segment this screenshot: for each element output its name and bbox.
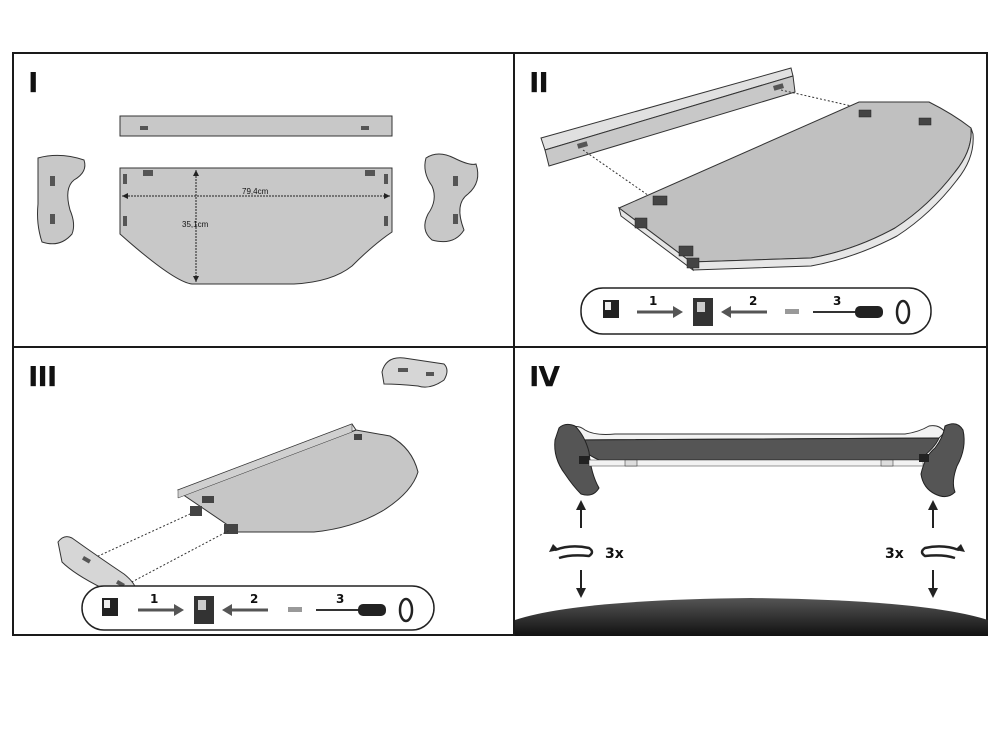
fitting-part-small xyxy=(102,598,118,616)
guide-line-bottom xyxy=(127,529,231,585)
sequence-label-2: 2 xyxy=(749,294,757,308)
step-2-number: II xyxy=(529,66,549,99)
horizontal-divider xyxy=(14,346,986,348)
sequence-label-2: 2 xyxy=(250,592,258,606)
screw-icon xyxy=(288,607,302,612)
right-bracket-slot-2 xyxy=(426,372,434,376)
rotate-icon xyxy=(398,597,414,623)
rotate-icon xyxy=(895,299,911,325)
shelf-fittings xyxy=(634,109,932,269)
shelf-panel xyxy=(180,429,419,533)
right-bracket-slot-bottom xyxy=(453,214,458,224)
right-side-bracket xyxy=(920,423,965,498)
step-1-panel: I xyxy=(14,54,513,346)
rotation-count-right: 3x xyxy=(885,546,904,562)
shelf-panel xyxy=(119,167,393,285)
rail-front-face xyxy=(544,75,796,167)
step-4-panel: IV 3x xyxy=(515,348,988,636)
depth-dimension-label: 35,1cm xyxy=(182,220,209,229)
rail-bracket-left xyxy=(140,126,148,130)
left-bracket-slot-1 xyxy=(82,556,91,564)
right-bracket-slot-top xyxy=(453,176,458,186)
fitting-part-large xyxy=(693,298,713,326)
guide-line-right xyxy=(780,89,870,111)
up-arrow-left-head xyxy=(576,500,586,510)
up-arrow-right-head xyxy=(928,500,938,510)
arrow-2-head xyxy=(222,604,232,616)
sequence-label-3: 3 xyxy=(336,592,344,606)
rail-bracket-right xyxy=(361,126,369,130)
shelf-fittings xyxy=(190,434,362,534)
guide-line-top xyxy=(93,513,191,559)
down-arrow-right-head xyxy=(928,588,938,598)
guide-line-left xyxy=(582,149,656,201)
left-bracket-slot-bottom xyxy=(50,214,55,224)
step-2-rail-mounting-diagram: 1 2 3 xyxy=(540,67,974,335)
rail-top xyxy=(177,423,353,499)
step-3-bracket-mounting-diagram: 1 2 3 xyxy=(57,357,448,631)
screwdriver-icon xyxy=(813,306,883,318)
shelf-fittings xyxy=(123,170,388,226)
left-bracket-slot-top xyxy=(50,176,55,186)
screw-icon xyxy=(785,309,799,314)
step-1-parts-diagram: 79,4cm 35,1cm xyxy=(37,115,479,285)
sequence-label-1: 1 xyxy=(649,294,657,308)
screwdriver-icon xyxy=(316,604,386,616)
vertical-divider xyxy=(513,54,515,634)
step-2-panel: II xyxy=(515,54,988,346)
rotation-count-left: 3x xyxy=(605,546,624,562)
arrow-1-head xyxy=(174,604,184,616)
shelf-fittings xyxy=(579,454,929,467)
step-1-number: I xyxy=(28,66,38,99)
left-side-bracket xyxy=(554,423,600,496)
support-surface xyxy=(515,598,988,636)
fitting-part-large xyxy=(194,596,214,624)
step-4-number: IV xyxy=(529,360,560,393)
rail-bracket-right xyxy=(773,83,784,91)
sequence-box xyxy=(81,585,435,631)
step-3-number: III xyxy=(28,360,57,393)
right-bracket-slot-1 xyxy=(398,368,408,372)
rail-top-face xyxy=(540,67,794,151)
rail-bracket-left xyxy=(577,141,588,149)
shelf-underside xyxy=(574,437,940,461)
arrow-1-head xyxy=(673,306,683,318)
right-side-bracket xyxy=(424,153,479,243)
arrow-2-head xyxy=(721,306,731,318)
instruction-frame: I xyxy=(12,52,988,636)
width-dimension-label: 79,4cm xyxy=(242,187,269,196)
rotate-icon-right xyxy=(920,545,960,560)
shelf-top-edge xyxy=(566,425,946,441)
right-side-bracket xyxy=(381,357,448,388)
sequence-label-1: 1 xyxy=(150,592,158,606)
shelf-edge xyxy=(690,127,974,271)
step-3-panel: III xyxy=(14,348,513,636)
fitting-part-small xyxy=(603,300,619,318)
step-4-adjust-diagram: 3x 3x xyxy=(515,423,988,636)
left-side-bracket xyxy=(37,154,86,245)
shelf-bottom-edge xyxy=(588,459,924,467)
down-arrow-left-head xyxy=(576,588,586,598)
sequence-label-3: 3 xyxy=(833,294,841,308)
rotate-icon-left xyxy=(554,545,594,560)
back-rail xyxy=(119,115,393,137)
